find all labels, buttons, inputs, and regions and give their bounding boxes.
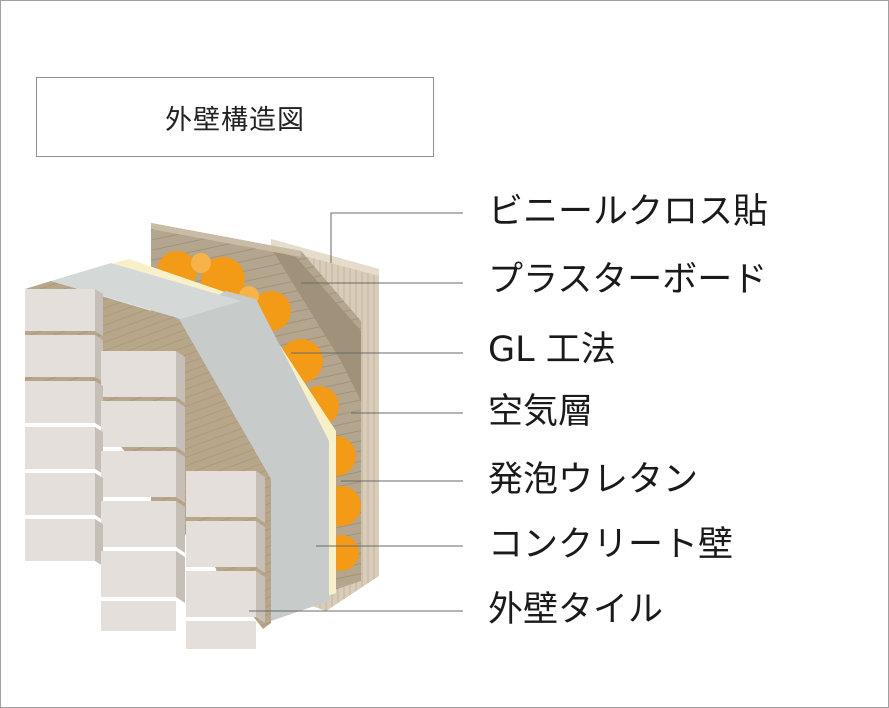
label-gl-method: GL 工法 [488, 330, 616, 370]
diagram-title: 外壁構造図 [36, 77, 434, 157]
label-urethane-foam: 発泡ウレタン [488, 460, 699, 500]
leader-lines [249, 212, 463, 612]
leader-line-vinyl-cloth [330, 212, 463, 263]
label-vinyl-cloth: ビニールクロス貼 [488, 192, 769, 232]
exterior-tile-layer [25, 289, 265, 649]
label-plasterboard: プラスターボード [488, 260, 768, 300]
label-exterior-tile: 外壁タイル [488, 590, 664, 630]
label-air-layer: 空気層 [488, 392, 594, 432]
label-concrete-wall: コンクリート壁 [488, 525, 734, 565]
